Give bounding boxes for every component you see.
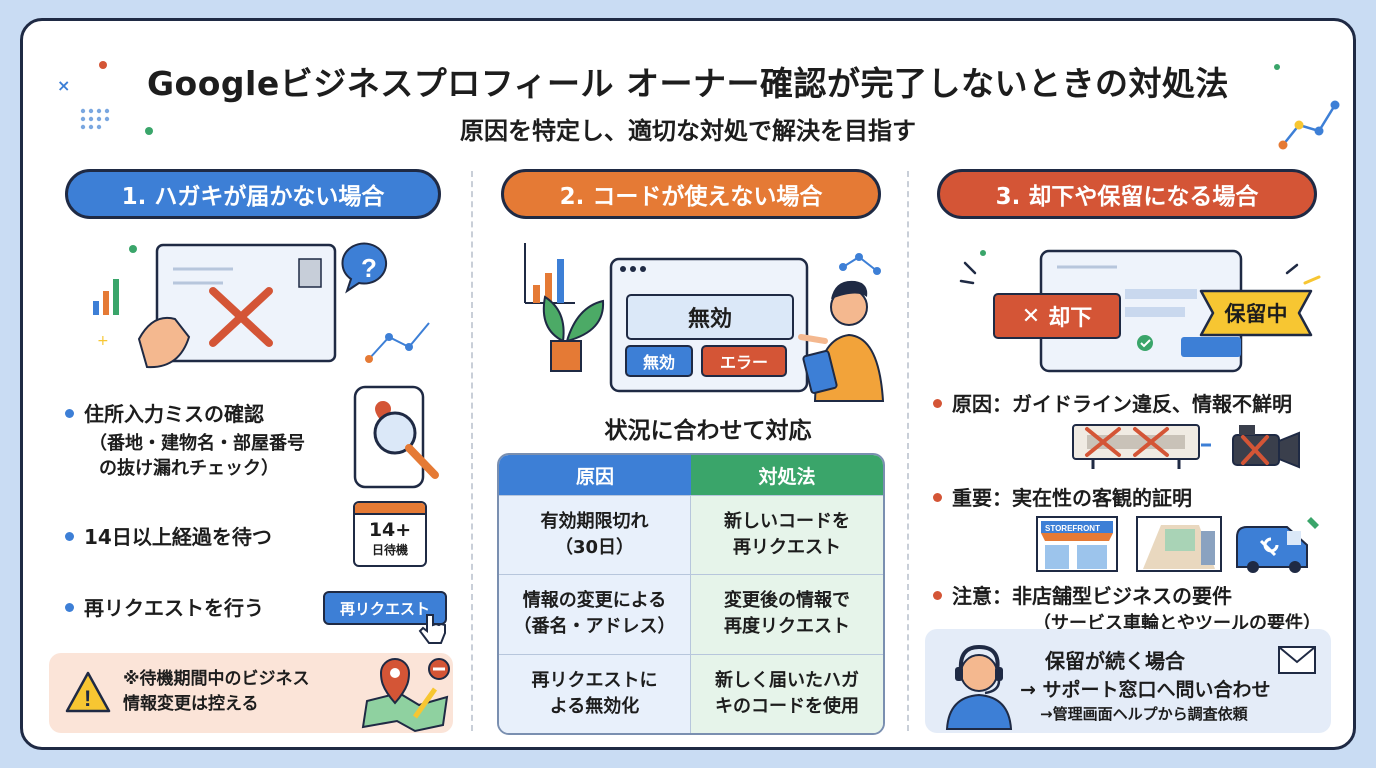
headset-support-icon — [945, 644, 1013, 730]
table-header-action: 対処法 — [691, 455, 883, 495]
decorative-sparkles-left: × — [57, 61, 153, 135]
svg-text:×: × — [57, 76, 70, 95]
potted-plant-icon — [542, 295, 605, 372]
column-divider — [471, 171, 473, 731]
svg-text:+: + — [97, 333, 109, 349]
support-box: 保留が続く場合 → サポート窓口へ問い合わせ →管理画面ヘルプから調査依頼 — [925, 629, 1331, 733]
page-title: Googleビジネスプロフィール オーナー確認が完了しないときの対処法 — [146, 64, 1230, 103]
calendar-days: 14+ — [368, 519, 412, 541]
postcard-rejected-illustration: + ? — [93, 242, 430, 369]
bullet-dot — [65, 603, 74, 612]
map-pin-icon — [361, 658, 450, 733]
bar-chart-icon — [93, 279, 119, 315]
chip-error: エラー — [701, 345, 787, 377]
bullet-dot — [65, 532, 74, 541]
column-divider — [907, 171, 909, 731]
pending-badge: 保留中 — [1224, 302, 1288, 326]
table-header-cause: 原因 — [499, 455, 691, 495]
table-cell-action: 変更後の情報で再度リクエスト — [691, 574, 883, 654]
situation-title: 状況に合わせて対応 — [604, 418, 812, 444]
bar-chart-icon — [524, 243, 575, 304]
warning-text: ※待機期間中のビジネス 情報変更は控える — [123, 669, 310, 714]
svg-text:?: ? — [361, 253, 377, 283]
table-cell-action: 新しいコードを再リクエスト — [691, 495, 883, 575]
bullet-dot — [65, 409, 74, 418]
warning-icon: ! — [65, 671, 111, 713]
phone-magnifier-icon — [353, 385, 439, 489]
bullet-non-store-requirement: 注意：非店舗型ビジネスの要件 — [933, 583, 1232, 610]
svg-text:!: ! — [84, 686, 91, 711]
decorative-line-chart-icon — [1274, 64, 1340, 150]
table-cell-cause: 有効期限切れ（30日） — [499, 495, 691, 575]
bullet-dot — [933, 493, 942, 502]
bullet-address-check: 住所入力ミスの確認 — [65, 401, 264, 428]
support-contact-line: → サポート窓口へ問い合わせ — [1020, 679, 1271, 701]
section1-heading: 1. ハガキが届かない場合 — [65, 169, 441, 219]
warning-box: ! ※待機期間中のビジネス 情報変更は控える — [49, 653, 453, 733]
infographic-card: × Googleビジネスプロフィール オーナー確認が完了しないときの対処法 原因… — [20, 18, 1356, 750]
table-cell-action: 新しく届いたハガキのコードを使用 — [691, 653, 883, 733]
section2-heading: 2. コードが使えない場合 — [501, 169, 881, 219]
rejected-badge: ✕却下 — [993, 293, 1121, 339]
cause-action-table: 原因 対処法 有効期限切れ（30日） 新しいコードを再リクエスト 情報の変更によ… — [497, 453, 885, 735]
person-with-tablet-icon — [798, 280, 885, 402]
support-help-line: →管理画面ヘルプから調査依頼 — [1040, 705, 1248, 723]
table-cell-cause: 再リクエストによる無効化 — [499, 653, 691, 733]
storefront-sign-text: STOREFRONT — [1045, 524, 1100, 533]
calendar-label: 日待機 — [371, 543, 408, 557]
section3-heading: 3. 却下や保留になる場合 — [937, 169, 1317, 219]
screen-invalid-label: 無効 — [687, 307, 732, 332]
storefront-proof-icons: STOREFRONT — [1036, 516, 1319, 573]
service-van-icon — [1236, 517, 1319, 573]
chip-invalid: 無効 — [625, 345, 693, 377]
cursor-hand-icon — [418, 614, 446, 644]
table-cell-cause: 情報の変更による（番名・アドレス） — [499, 574, 691, 654]
bullet-non-store-detail: （サービス車輪とやツールの要件） — [1033, 613, 1321, 634]
bullet-address-detail: （番地・建物名・部屋番号 の抜け漏れチェック） — [89, 433, 305, 479]
bullet-dot — [933, 399, 942, 408]
pending-badge-shape — [1199, 289, 1313, 337]
page-subtitle: 原因を特定し、適切な対処で解決を目指す — [460, 117, 916, 145]
bullet-dot — [933, 591, 942, 600]
bullet-rerequest: 再リクエストを行う — [65, 595, 264, 622]
blurred-sign-camera-icon — [1072, 424, 1300, 469]
bullet-proof-of-existence: 重要：実在性の客観的証明 — [933, 485, 1192, 512]
close-icon: ✕ — [1021, 303, 1041, 329]
bullet-cause-guideline: 原因：ガイドライン違反、情報不鮮明 — [933, 391, 1292, 418]
support-title: 保留が続く場合 — [1045, 649, 1185, 673]
mail-icon — [1278, 646, 1316, 674]
calendar-icon: 14+ 日待機 — [353, 501, 427, 567]
bullet-wait-14-days: 14日以上経過を待つ — [65, 524, 272, 551]
